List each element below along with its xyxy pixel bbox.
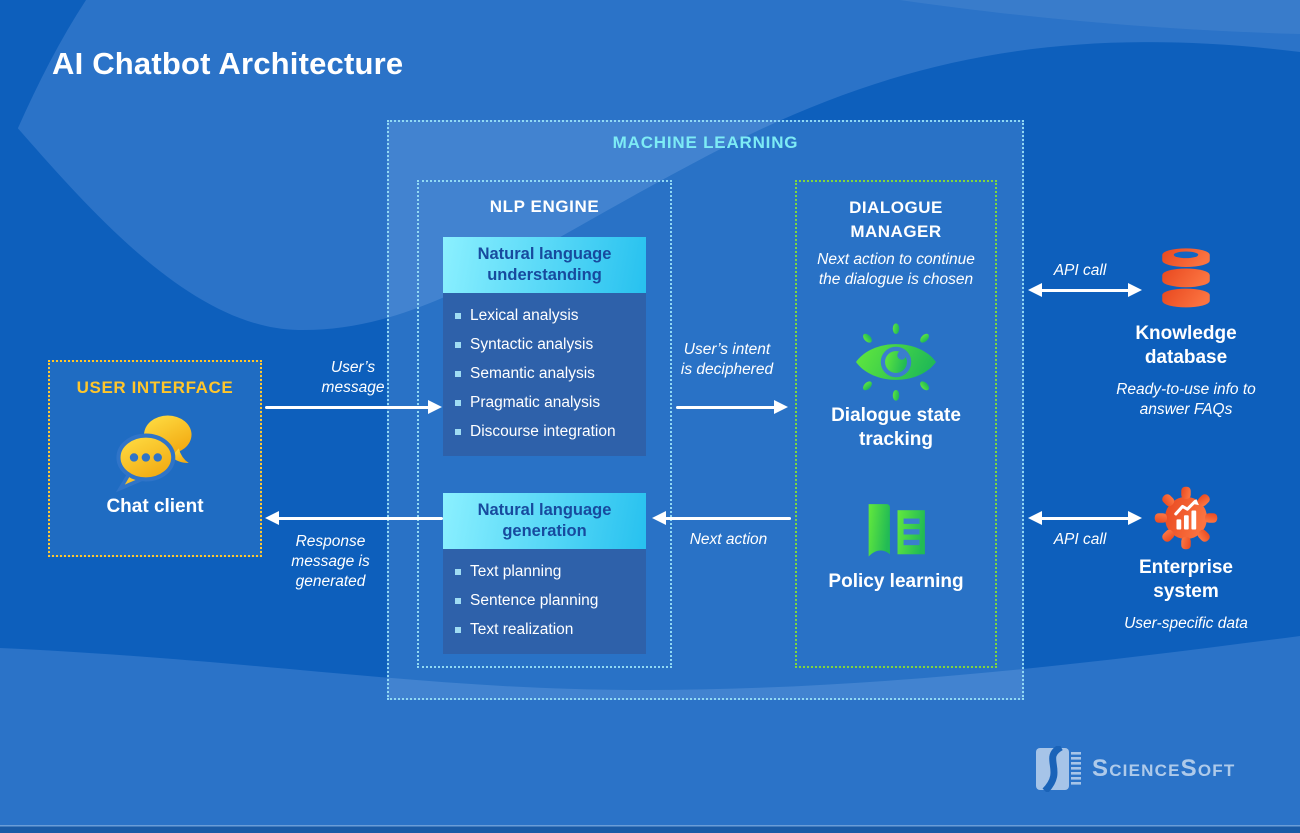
arrowhead-left-icon — [1028, 511, 1042, 525]
list-item-label: Lexical analysis — [470, 307, 579, 325]
nlu-card-body: Lexical analysis Syntactic analysis Sema… — [443, 293, 646, 457]
sciencesoft-logo-text: ScienceSoft — [1092, 755, 1236, 782]
arrowhead-left-icon — [652, 511, 666, 525]
arrow-api-call-top — [1040, 289, 1130, 292]
list-item-label: Text realization — [470, 621, 574, 639]
list-item: Discourse integration — [455, 417, 634, 446]
nlu-card: Natural language understanding Lexical a… — [443, 237, 646, 457]
list-item: Syntactic analysis — [455, 330, 634, 359]
list-item: Sentence planning — [455, 586, 634, 615]
list-item: Text realization — [455, 615, 634, 644]
sciencesoft-s-icon — [1036, 746, 1081, 792]
arrow-response — [278, 517, 443, 520]
square-bullet-icon — [455, 399, 461, 406]
list-item: Text planning — [455, 557, 634, 586]
gear-chart-icon — [1154, 486, 1218, 550]
page-title: AI Chatbot Architecture — [52, 46, 404, 81]
list-item-label: Semantic analysis — [470, 365, 595, 383]
square-bullet-icon — [455, 312, 461, 319]
nlp-engine-box — [417, 180, 672, 668]
square-bullet-icon — [455, 370, 461, 377]
arrow-api-call-bottom — [1040, 517, 1130, 520]
sciencesoft-logo: ScienceSoft — [1036, 746, 1235, 792]
list-item: Pragmatic analysis — [455, 388, 634, 417]
list-item-label: Sentence planning — [470, 592, 599, 610]
arrowhead-left-icon — [265, 511, 279, 525]
dialogue-manager-box: DIALOGUE MANAGER Next action to continue… — [795, 180, 997, 668]
knowledge-database-subtitle: Ready-to-use info to answer FAQs — [1116, 381, 1256, 419]
database-icon — [1162, 248, 1210, 308]
list-item-label: Text planning — [470, 563, 562, 581]
arrow-user-message — [265, 406, 430, 409]
square-bullet-icon — [455, 597, 461, 604]
arrowhead-right-icon — [1128, 511, 1142, 525]
arrowhead-right-icon — [1128, 283, 1142, 297]
square-bullet-icon — [455, 341, 461, 348]
policy-learning-label: Policy learning — [828, 571, 964, 593]
enterprise-system-subtitle: User-specific data — [1124, 615, 1248, 632]
arrow-label-api-call-bottom: API call — [1053, 531, 1107, 548]
nlu-card-title: Natural language understanding — [443, 237, 646, 294]
user-interface-label: USER INTERFACE — [76, 378, 234, 397]
square-bullet-icon — [455, 626, 461, 633]
nlp-engine-label: NLP ENGINE — [489, 197, 600, 216]
list-item-label: Pragmatic analysis — [470, 394, 601, 412]
dialogue-manager-subtitle: Next action to continue the dialogue is … — [817, 250, 975, 288]
chat-client-label: Chat client — [106, 496, 204, 517]
arrowhead-left-icon — [1028, 283, 1042, 297]
enterprise-system-title: Enterprise system — [1139, 557, 1233, 602]
nlg-card: Natural language generation Text plannin… — [443, 493, 646, 655]
arrow-next-action — [665, 517, 791, 520]
dialogue-state-tracking-label: Dialogue state tracking — [831, 404, 961, 450]
square-bullet-icon — [455, 568, 461, 575]
arrow-label-api-call-top: API call — [1053, 262, 1107, 279]
chat-bubbles-icon — [115, 415, 192, 493]
arrow-label-next-action: Next action — [689, 531, 768, 548]
dialogue-manager-label: DIALOGUE MANAGER — [849, 198, 943, 241]
machine-learning-label: MACHINE LEARNING — [612, 133, 799, 152]
arrow-label-intent: User’s intent is deciphered — [680, 341, 774, 378]
list-item: Semantic analysis — [455, 359, 634, 388]
list-item-label: Discourse integration — [470, 423, 616, 441]
open-book-icon — [868, 504, 925, 557]
list-item: Lexical analysis — [455, 301, 634, 330]
arrow-label-user-message: User’s message — [321, 359, 385, 396]
arrowhead-right-icon — [428, 400, 442, 414]
list-item-label: Syntactic analysis — [470, 336, 594, 354]
knowledge-database-title: Knowledge database — [1135, 323, 1237, 368]
arrowhead-right-icon — [774, 400, 788, 414]
square-bullet-icon — [455, 428, 461, 435]
user-interface-box: USER INTERFACE Chat client — [48, 360, 262, 557]
arrow-label-response: Response message is generated — [291, 533, 370, 590]
arrow-intent — [676, 406, 776, 409]
eye-icon — [856, 323, 936, 401]
nlg-card-body: Text planning Sentence planning Text rea… — [443, 549, 646, 655]
nlg-card-title: Natural language generation — [443, 493, 646, 550]
